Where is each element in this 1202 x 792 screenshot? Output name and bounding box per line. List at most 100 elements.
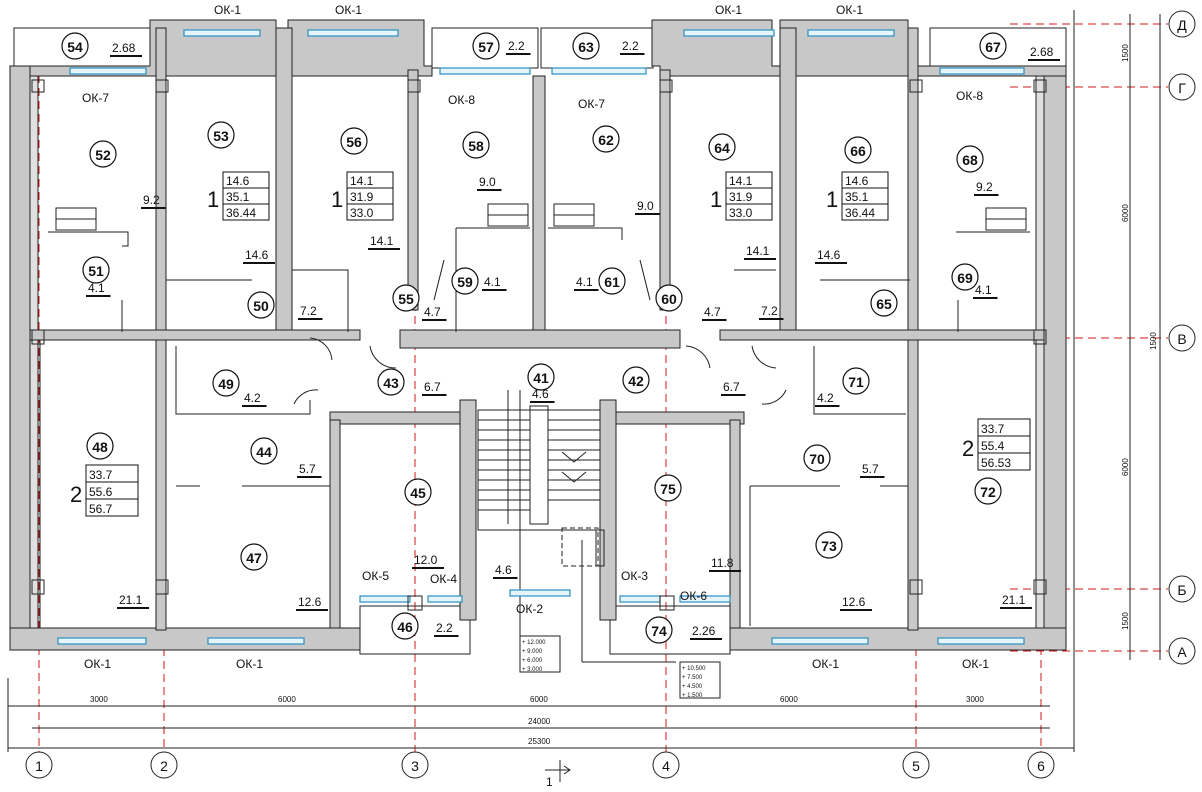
window-label: ОК-5 — [362, 569, 389, 583]
room-circle-59 — [451, 267, 479, 295]
window-label: ОК-7 — [578, 97, 605, 111]
room-circle-69 — [951, 263, 979, 291]
room-number-71: 71 — [848, 374, 864, 390]
room-circle-48 — [86, 432, 114, 460]
level-right-1: + 10.500 — [682, 666, 706, 672]
dim-seg-1: 3000 — [90, 695, 108, 704]
room-circle-46 — [391, 612, 419, 640]
room-number-47: 47 — [246, 550, 262, 566]
dim-vert-4: 6000 — [1121, 458, 1130, 476]
axis-marker-В — [1168, 324, 1196, 352]
room-number-72: 72 — [980, 484, 996, 500]
stoves — [55, 203, 1027, 231]
level-stamps: + 12.000 + 9.000 + 6.000 + 3.000 + 10.50… — [519, 635, 721, 699]
room-area-73: 12.6 — [842, 595, 866, 609]
room-area-58: 9.0 — [479, 175, 496, 189]
extra-area-2: 4.6 — [495, 563, 512, 577]
dim-vert-1: 1500 — [1121, 44, 1130, 62]
room-circle-62 — [592, 125, 620, 153]
room-number-43: 43 — [383, 375, 399, 391]
axis-label: Г — [1178, 80, 1186, 96]
room-circle-45 — [404, 478, 432, 506]
axis-marker-4 — [652, 751, 680, 779]
room-area-55: 4.7 — [424, 305, 441, 319]
window-label: ОК-1 — [236, 657, 263, 671]
room-circle-54 — [61, 32, 89, 60]
room-circle-70 — [803, 444, 831, 472]
room-number-50: 50 — [253, 298, 269, 314]
window-label: ОК-1 — [836, 3, 863, 17]
axis-marker-2 — [150, 751, 178, 779]
room-number-59: 59 — [457, 274, 473, 290]
room-number-60: 60 — [661, 291, 677, 307]
dim-seg-4: 6000 — [780, 695, 798, 704]
room-circle-52 — [89, 140, 117, 168]
axis-label: 3 — [411, 758, 419, 774]
room-circle-53 — [207, 121, 235, 149]
room-number-75: 75 — [660, 481, 676, 497]
room-area-54: 2.68 — [112, 41, 136, 55]
axis-marker-Б — [1168, 575, 1196, 603]
level-right-2: + 7.500 — [682, 675, 703, 681]
window-label: ОК-1 — [812, 657, 839, 671]
room-number-46: 46 — [397, 619, 413, 635]
window-label: ОК-7 — [82, 91, 109, 105]
room-area-56: 14.1 — [370, 234, 394, 248]
room-circle-73 — [815, 531, 843, 559]
dim-vert-5: 1500 — [1121, 612, 1130, 630]
staircase — [477, 390, 676, 663]
columns — [31, 79, 1047, 611]
apartment-area-line: 33.0 — [729, 206, 753, 220]
axis-marker-6 — [1027, 751, 1055, 779]
apartment-area-line: 14.6 — [226, 174, 250, 188]
axis-label: 4 — [662, 758, 670, 774]
apartment-rooms: 1 — [207, 187, 219, 212]
level-left-4: + 3.000 — [522, 667, 543, 673]
apartment-area-line: 35.1 — [226, 190, 250, 204]
section-mark: 1 — [545, 760, 571, 789]
room-circle-57 — [472, 32, 500, 60]
axis-label: Д — [1177, 17, 1187, 33]
dim-seg-2: 6000 — [278, 695, 296, 704]
apartment-area-line: 55.4 — [981, 439, 1005, 453]
room-area-62: 9.0 — [637, 199, 654, 213]
room-number-74: 74 — [651, 623, 667, 639]
dimension-lines: 3000 6000 6000 6000 3000 24000 25300 150… — [7, 10, 1161, 752]
room-area-60: 4.7 — [704, 305, 721, 319]
room-number-45: 45 — [410, 485, 426, 501]
apartment-area-line: 33.7 — [981, 422, 1005, 436]
room-area-70: 5.7 — [862, 462, 879, 476]
axis-label: Б — [1177, 582, 1186, 598]
extra-area-1: 6.7 — [723, 380, 740, 394]
room-number-54: 54 — [67, 39, 83, 55]
apartment-area-line: 56.53 — [981, 456, 1011, 470]
axis-label: 2 — [160, 758, 168, 774]
window-label: ОК-2 — [516, 602, 543, 616]
room-circle-66 — [844, 136, 872, 164]
room-number-41: 41 — [533, 370, 549, 386]
room-area-51: 4.1 — [88, 281, 105, 295]
window-label: ОК-1 — [335, 3, 362, 17]
axis-label: 6 — [1037, 758, 1045, 774]
room-area-67: 2.68 — [1030, 45, 1054, 59]
room-circle-65 — [870, 289, 898, 317]
room-area-53: 14.6 — [245, 248, 269, 262]
room-number-48: 48 — [92, 439, 108, 455]
room-area-63: 2.2 — [622, 39, 639, 53]
door-swings — [293, 259, 787, 405]
room-circle-60 — [655, 284, 683, 312]
dim-total-inner: 24000 — [528, 717, 551, 726]
room-area-59: 4.1 — [484, 275, 501, 289]
room-number-53: 53 — [213, 128, 229, 144]
room-circle-61 — [598, 267, 626, 295]
room-area-43: 6.7 — [424, 380, 441, 394]
room-number-65: 65 — [876, 296, 892, 312]
room-number-68: 68 — [962, 152, 978, 168]
dim-vert-2: 6000 — [1121, 204, 1130, 222]
room-area-75: 11.8 — [711, 556, 734, 570]
room-circle-72 — [974, 477, 1002, 505]
interior-walls — [29, 27, 1045, 631]
apartment-rooms: 2 — [962, 436, 974, 461]
dim-seg-5: 3000 — [966, 695, 984, 704]
